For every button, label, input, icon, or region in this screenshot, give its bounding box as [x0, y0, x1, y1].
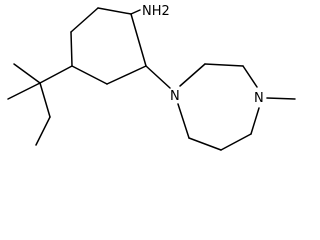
bond-c2-c3: [70, 7, 99, 33]
bond-c5-c6: [106, 65, 147, 85]
bond-quaternary-ethyl: [39, 82, 51, 118]
bond-c4-quaternary: [39, 65, 73, 84]
tert-pentyl-group: [7, 63, 73, 146]
bond-c1-amine: [130, 9, 141, 15]
bond-ce-n1: [177, 103, 190, 139]
bond-ethyl-terminal: [35, 116, 51, 146]
ring-nitrogen-1-label: N: [170, 89, 180, 104]
bond-c6-ring-nitrogen: [145, 65, 171, 89]
amine-label: NH2: [142, 4, 170, 19]
bond-c6-c1: [130, 13, 147, 67]
bond-cb-n4: [242, 65, 258, 88]
bond-c4-c5: [71, 65, 108, 85]
bond-cd-ce: [188, 137, 222, 151]
bond-n1-ca: [179, 63, 206, 87]
cyclohexane-ring: [70, 7, 147, 85]
ring-nitrogen-2-label: N: [254, 91, 264, 106]
bond-ca-cb: [204, 63, 244, 67]
bond-quaternary-methyl-down: [7, 82, 41, 100]
chemical-structure-diagram: NH2 N N: [7, 4, 296, 151]
bond-quaternary-methyl-up: [13, 63, 41, 84]
bond-n4-methyl: [266, 97, 296, 100]
bond-c3-c4: [70, 31, 73, 67]
diazepane-ring: [177, 63, 260, 151]
bond-n4-cc: [250, 107, 260, 135]
bond-cc-cd: [220, 133, 252, 151]
bond-c1-c2: [97, 7, 132, 15]
